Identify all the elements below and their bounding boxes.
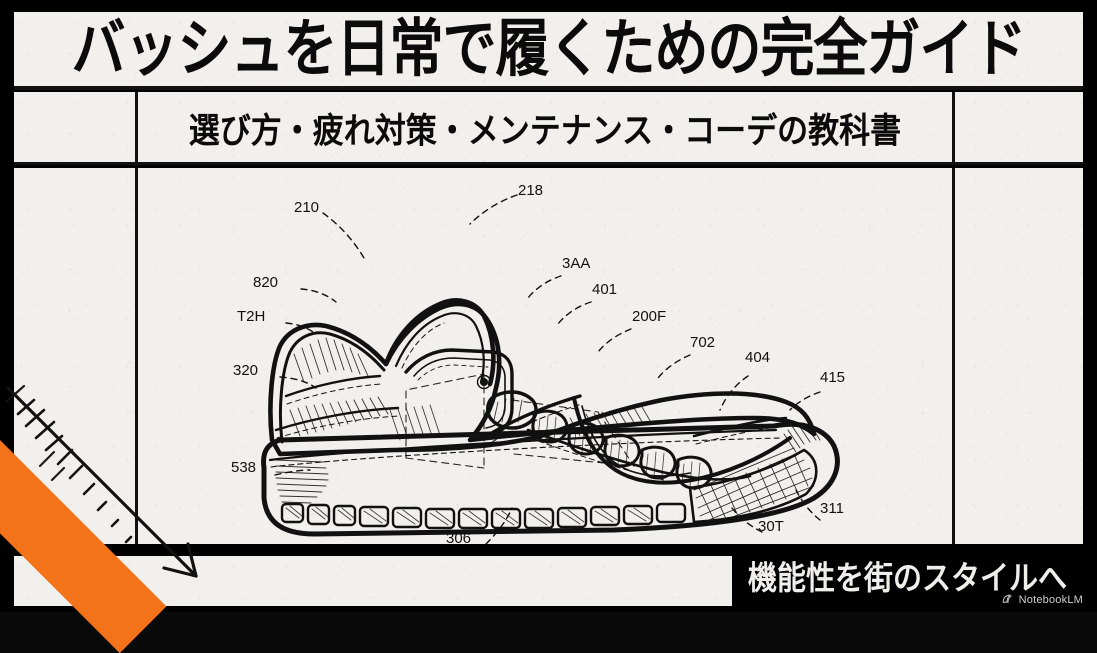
slide-canvas: バッシュを日常で履くための完全ガイド 選び方・疲れ対策・メンテナンス・コーデの教… [0,12,1083,653]
title-band: バッシュを日常で履くための完全ガイド [14,12,1083,90]
callout-210: 210 [294,199,320,216]
notebooklm-label: NotebookLM [1018,593,1083,606]
sneaker-technical-drawing [261,194,840,544]
callout-3AA: 3AA [562,255,591,272]
callout-404: 404 [745,349,771,366]
callout-538: 538 [231,459,257,476]
callout-200F: 200F [632,308,667,325]
subtitle-row: 選び方・疲れ対策・メンテナンス・コーデの教科書 [14,92,1083,165]
callout-702: 702 [690,334,716,351]
callout-218: 218 [518,182,544,199]
notebooklm-watermark: NotebookLM [1001,593,1083,606]
grid-line-left [135,168,138,544]
page-title: バッシュを日常で履くための完全ガイド [71,11,1027,85]
callout-T2H: T2H [237,308,266,325]
callout-820: 820 [253,274,279,291]
subtitle-cell: 選び方・疲れ対策・メンテナンス・コーデの教科書 [135,92,955,162]
callout-30T: 30T [758,518,784,535]
grid-line-right [952,168,955,544]
callout-320: 320 [233,362,259,379]
callout-401: 401 [592,281,618,298]
callout-306: 306 [446,530,472,547]
notebooklm-icon [1002,594,1012,603]
illustration-region: 218 210 3AA 401 820 200F T2H 702 404 320… [14,168,1083,547]
callout-415: 415 [820,369,846,386]
page-subtitle: 選び方・疲れ対策・メンテナンス・コーデの教科書 [188,110,902,152]
callout-311: 311 [820,500,844,517]
footer-tagline: 機能性を街のスタイルへ [748,558,1068,597]
